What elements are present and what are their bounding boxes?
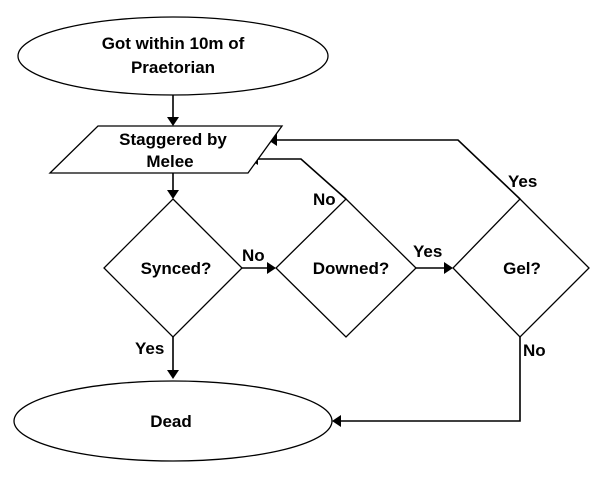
edge-label-synced-no: No <box>242 246 265 265</box>
staggered-label-line-1: Staggered by <box>119 130 227 149</box>
node-dead: Dead <box>13 380 333 462</box>
gel-diamond <box>452 198 590 338</box>
arrowhead <box>167 117 179 126</box>
node-downed: Downed? <box>275 198 417 338</box>
arrowhead <box>332 415 341 427</box>
edge-label-synced-yes: Yes <box>135 339 164 358</box>
node-gel: Gel? <box>452 198 590 338</box>
dead-ellipse <box>13 380 333 462</box>
edge-label-gel-no: No <box>523 341 546 360</box>
arrowhead <box>167 190 179 199</box>
synced-label: Synced? <box>141 259 212 278</box>
edge-label-downed-no: No <box>313 190 336 209</box>
edge-gel-to-staggered <box>276 139 521 200</box>
staggered-label-line-2: Melee <box>146 152 193 171</box>
start-label-line-2: Praetorian <box>131 58 215 77</box>
synced-diamond <box>103 198 243 338</box>
node-staggered: Staggered by Melee <box>48 125 284 174</box>
dead-label: Dead <box>150 412 192 431</box>
staggered-parallelogram <box>48 125 284 174</box>
node-start: Got within 10m of Praetorian <box>17 16 329 96</box>
arrowhead <box>167 370 179 379</box>
edge-gel-to-dead <box>340 337 521 422</box>
start-label-line-1: Got within 10m of <box>102 34 245 53</box>
edge-label-gel-yes: Yes <box>508 172 537 191</box>
arrowhead <box>444 262 453 274</box>
downed-diamond <box>275 198 417 338</box>
edge-downed-to-staggered <box>257 158 347 200</box>
gel-label: Gel? <box>503 259 541 278</box>
edge-label-downed-yes: Yes <box>413 242 442 261</box>
node-synced: Synced? <box>103 198 243 338</box>
arrowhead <box>267 262 276 274</box>
edge-labels: Yes No No Yes Yes No <box>135 172 546 360</box>
start-ellipse <box>17 16 329 96</box>
downed-label: Downed? <box>313 259 390 278</box>
